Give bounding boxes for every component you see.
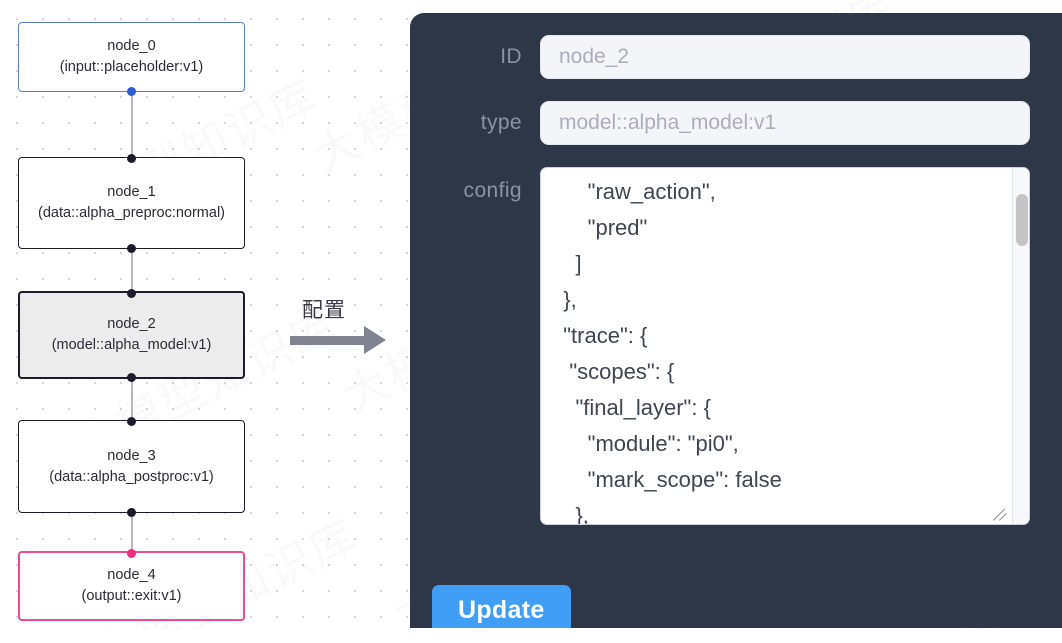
node-type-label: (output::exit:v1) — [81, 588, 182, 604]
graph-node-node_4[interactable]: node_4 (output::exit:v1) — [18, 548, 245, 621]
node-id-label: node_2 — [107, 316, 156, 332]
node-id-label: node_0 — [107, 38, 156, 54]
field-row-id: ID node_2 — [410, 35, 1062, 79]
config-scrollbar[interactable] — [1012, 168, 1029, 524]
config-scrollbar-thumb[interactable] — [1015, 194, 1028, 246]
node-type-label: (data::alpha_preproc:normal) — [38, 205, 225, 221]
field-row-config: config "raw_action", "pred" ] }, "trace"… — [410, 167, 1062, 525]
node-port-output[interactable] — [127, 243, 136, 253]
node-port-output[interactable] — [127, 507, 136, 517]
node-port-input[interactable] — [127, 416, 136, 426]
flow-graph-canvas[interactable]: node_0 (input::placeholder:v1) node_1 (d… — [0, 0, 400, 643]
graph-node-node_2[interactable]: node_2 (model::alpha_model:v1) — [18, 288, 245, 382]
type-input[interactable]: model::alpha_model:v1 — [540, 101, 1030, 145]
id-field-label: ID — [500, 45, 522, 68]
graph-node-node_0[interactable]: node_0 (input::placeholder:v1) — [18, 22, 245, 96]
node-port-output[interactable] — [127, 372, 136, 382]
page-bottom-strip — [0, 629, 1062, 643]
right-arrow-icon — [290, 336, 366, 345]
node-type-label: (data::alpha_postproc:v1) — [49, 468, 214, 485]
graph-node-node_1[interactable]: node_1 (data::alpha_preproc:normal) — [18, 153, 245, 253]
config-textarea[interactable]: "raw_action", "pred" ] }, "trace": { "sc… — [563, 179, 782, 524]
edge-node2-node3 — [131, 377, 133, 419]
node-port-input[interactable] — [127, 548, 136, 558]
config-arrow-annotation: 配置 — [288, 294, 398, 372]
config-textarea-wrapper[interactable]: "raw_action", "pred" ] }, "trace": { "sc… — [540, 167, 1030, 525]
node-id-label: node_1 — [107, 184, 156, 200]
graph-node-node_3[interactable]: node_3 (data::alpha_postproc:v1) — [18, 416, 245, 517]
node-inspector-panel: ID node_2 type model::alpha_model:v1 con… — [410, 13, 1062, 628]
node-port-input[interactable] — [127, 288, 136, 298]
edge-node0-node1 — [131, 90, 133, 158]
right-arrow-head-icon — [364, 326, 386, 354]
node-port-input[interactable] — [127, 153, 136, 163]
id-input[interactable]: node_2 — [540, 35, 1030, 79]
arrow-label: 配置 — [302, 298, 346, 322]
edge-node3-node4 — [131, 513, 133, 550]
field-row-type: type model::alpha_model:v1 — [410, 101, 1062, 145]
type-field-label: type — [480, 111, 522, 134]
edge-node1-node2 — [131, 247, 133, 292]
config-field-label: config — [463, 179, 522, 202]
node-type-label: (model::alpha_model:v1) — [51, 337, 212, 353]
update-button[interactable]: Update — [432, 585, 571, 628]
node-port-output[interactable] — [127, 86, 136, 96]
node-type-label: (input::placeholder:v1) — [59, 59, 204, 75]
node-id-label: node_4 — [107, 567, 156, 583]
node-id-label: node_3 — [107, 447, 156, 464]
